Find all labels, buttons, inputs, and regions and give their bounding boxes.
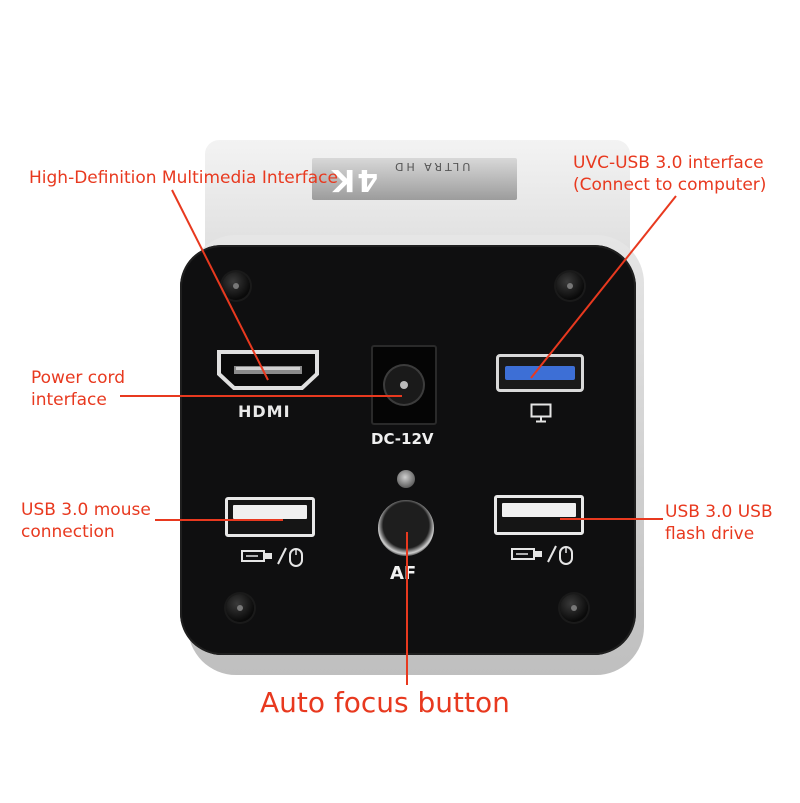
screw-bottom-right — [560, 594, 588, 622]
usb-flash-tongue — [502, 503, 576, 517]
dc-label: DC-12V — [371, 430, 434, 448]
annotation-power: Power cord interface — [31, 368, 126, 410]
usb-icon — [511, 548, 542, 560]
usb-flash-icons — [511, 545, 573, 565]
leader-uvc — [530, 195, 677, 379]
annotation-usb-mouse: USB 3.0 mouse connection — [21, 500, 151, 542]
screw-bottom-left — [226, 594, 254, 622]
annotation-uvc: UVC-USB 3.0 interface (Connect to comput… — [573, 153, 767, 195]
ultra-hd-badge — [312, 158, 517, 200]
usb-mouse-icons — [241, 547, 303, 567]
hdmi-label: HDMI — [238, 402, 291, 421]
annotation-hdmi: High-Definition Multimedia Interface — [29, 168, 338, 188]
usb-uvc-tongue — [505, 366, 575, 380]
screw-top-right — [556, 272, 584, 300]
screw-top-left — [222, 272, 250, 300]
hdmi-port — [217, 350, 319, 390]
status-led — [397, 470, 415, 488]
mouse-icon — [559, 546, 573, 565]
annotation-af: Auto focus button — [260, 686, 510, 719]
usb-icon — [241, 550, 272, 562]
leader-hdmi — [171, 189, 269, 381]
monitor-icon — [530, 403, 552, 423]
annotation-usb-flash: USB 3.0 USB flash drive — [665, 502, 773, 544]
mouse-icon — [289, 548, 303, 567]
dc-jack-pin — [400, 381, 408, 389]
dc-power-jack — [371, 345, 437, 425]
usb-mouse-tongue — [233, 505, 307, 519]
af-label: AF — [390, 563, 417, 584]
